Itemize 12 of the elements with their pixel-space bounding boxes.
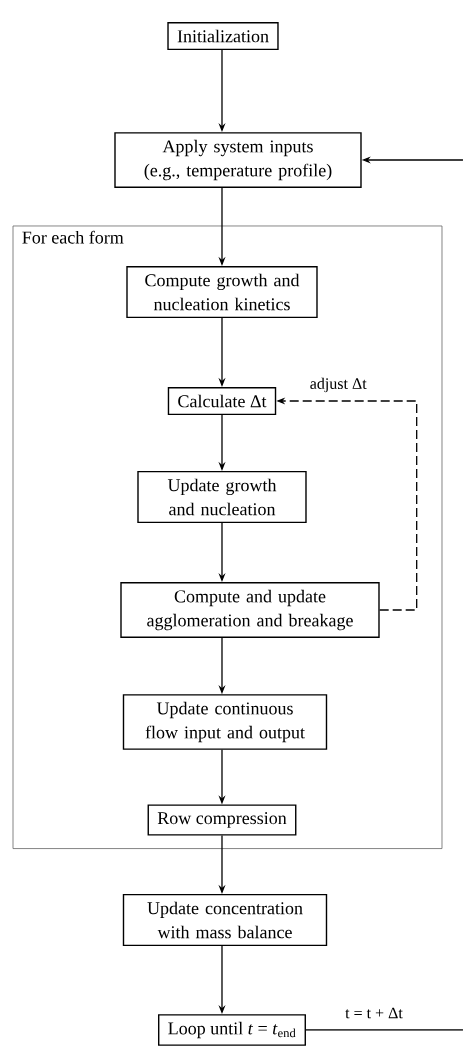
process-box: Update growth and nucleation	[137, 470, 307, 524]
edge-label: t = t + Δt	[344, 1006, 404, 1020]
edge-label: adjust Δt	[308, 376, 368, 394]
process-box: Row compression	[147, 804, 297, 836]
process-box: Compute and update agglomeration and breakage	[120, 582, 380, 638]
process-box: Apply system inputs (e.g., temperature profile)	[114, 132, 362, 188]
process-box: Loop until t = t$_{end}$	[158, 1014, 306, 1046]
process-box: Update continuous flow input and output	[122, 694, 328, 750]
process-box: Initialization	[167, 22, 279, 51]
process-box: Update concentration with mass balance	[122, 893, 328, 947]
process-box: Compute growth and nucleation kinetics	[126, 266, 318, 319]
process-box: Calculate Δt	[167, 387, 277, 416]
